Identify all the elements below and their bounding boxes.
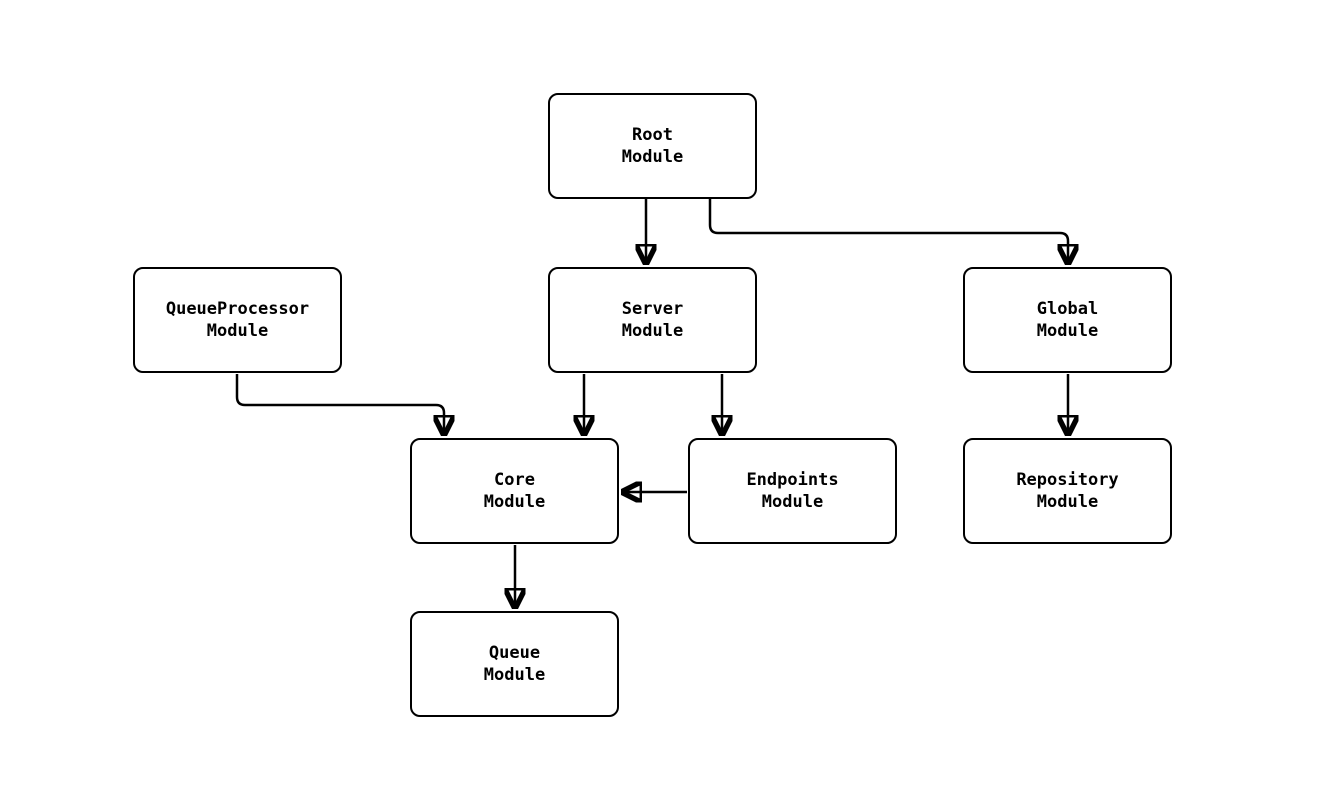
node-queueprocessor-module: QueueProcessor Module xyxy=(133,267,342,373)
node-global-module-label: Global Module xyxy=(1036,299,1099,341)
edge-queueprocessor-to-core xyxy=(235,374,444,435)
node-root-module: Root Module xyxy=(548,93,757,199)
node-core-module: Core Module xyxy=(410,438,619,544)
node-queue-module: Queue Module xyxy=(410,611,619,717)
node-queue-module-label: Queue Module xyxy=(483,643,546,685)
node-endpoints-module: Endpoints Module xyxy=(688,438,897,544)
edge-root-to-global xyxy=(708,198,1068,264)
node-repository-module: Repository Module xyxy=(963,438,1172,544)
node-global-module: Global Module xyxy=(963,267,1172,373)
node-server-module-label: Server Module xyxy=(621,299,684,341)
node-queueprocessor-module-label: QueueProcessor Module xyxy=(165,299,310,341)
node-endpoints-module-label: Endpoints Module xyxy=(746,470,839,512)
node-repository-module-label: Repository Module xyxy=(1016,470,1119,512)
node-server-module: Server Module xyxy=(548,267,757,373)
node-core-module-label: Core Module xyxy=(483,470,546,512)
node-root-module-label: Root Module xyxy=(621,125,684,167)
